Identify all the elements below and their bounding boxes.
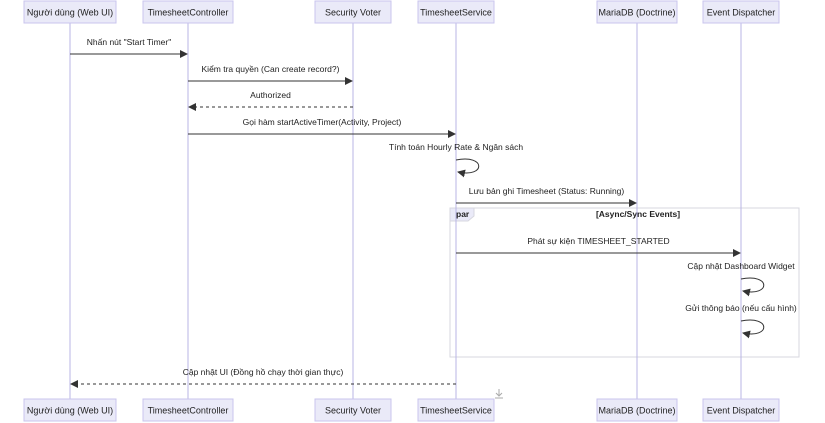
actor-ctrl-bottom: TimesheetController: [142, 398, 234, 422]
actor-voter-top: Security Voter: [314, 0, 392, 24]
par-label: par: [456, 209, 470, 219]
message-label: Gọi hàm startActiveTimer(Activity, Proje…: [243, 117, 402, 127]
actor-label: Người dùng (Web UI): [27, 405, 113, 415]
actor-label: Event Dispatcher: [707, 405, 776, 415]
message-label: Cập nhật UI (Đồng hồ chạy thời gian thực…: [183, 367, 344, 377]
actor-box: [417, 0, 495, 24]
self-message-arrow: [740, 277, 765, 297]
actor-ui-top: Người dùng (Web UI): [23, 0, 117, 24]
lifelines: [69, 23, 742, 399]
message-label: Nhấn nút "Start Timer": [87, 37, 171, 47]
actor-db-top: MariaDB (Doctrine): [596, 0, 678, 24]
actor-evt-bottom: Event Dispatcher: [702, 398, 780, 422]
actor-box: [314, 398, 392, 422]
self-message-arrow: [455, 158, 480, 178]
self-message-arrow: [740, 319, 765, 339]
actor-label: Security Voter: [325, 405, 381, 415]
actor-label: Người dùng (Web UI): [27, 7, 113, 17]
actor-box: [417, 398, 495, 422]
message-label: Kiểm tra quyền (Can create record?): [202, 64, 340, 74]
actor-box: [596, 398, 678, 422]
actor-voter-bottom: Security Voter: [314, 398, 392, 422]
actor-ui-bottom: Người dùng (Web UI): [23, 398, 117, 422]
actor-label: MariaDB (Doctrine): [598, 405, 675, 415]
message-5: Tính toán Hourly Rate & Ngân sách: [389, 142, 523, 178]
actors-top: Người dùng (Web UI) TimesheetController Se…: [23, 0, 780, 24]
actor-label: TimesheetService: [420, 405, 492, 415]
message-label: Phát sự kiện TIMESHEET_STARTED: [527, 236, 669, 246]
message-label: Lưu bản ghi Timesheet (Status: Running): [469, 186, 625, 196]
message-4: Gọi hàm startActiveTimer(Activity, Proje…: [188, 117, 456, 138]
par-fragment: par [Async/Sync Events]: [449, 207, 800, 358]
actor-label: Security Voter: [325, 7, 381, 17]
actor-ctrl-top: TimesheetController: [142, 0, 234, 24]
actor-label: TimesheetService: [420, 7, 492, 17]
message-label: Tính toán Hourly Rate & Ngân sách: [389, 142, 523, 152]
actor-box: [23, 0, 117, 24]
message-2: Kiểm tra quyền (Can create record?): [188, 64, 353, 85]
actor-db-bottom: MariaDB (Doctrine): [596, 398, 678, 422]
message-label: Authorized: [250, 90, 291, 100]
actor-box: [23, 398, 117, 422]
actor-box: [702, 0, 780, 24]
par-frame: [449, 207, 800, 358]
message-9: Gửi thông báo (nếu cấu hình): [685, 303, 797, 339]
actor-box: [702, 398, 780, 422]
actor-label: MariaDB (Doctrine): [598, 7, 675, 17]
actors-bottom: Người dùng (Web UI) TimesheetController Se…: [23, 398, 780, 422]
actor-evt-top: Event Dispatcher: [702, 0, 780, 24]
actor-label: Event Dispatcher: [707, 7, 776, 17]
message-label: Gửi thông báo (nếu cấu hình): [685, 303, 797, 313]
actor-label: TimesheetController: [148, 7, 229, 17]
actor-svc-bottom: TimesheetService: [417, 398, 495, 422]
message-7: Phát sự kiện TIMESHEET_STARTED: [456, 236, 741, 257]
actor-box: [596, 0, 678, 24]
message-label: Cập nhật Dashboard Widget: [687, 261, 795, 271]
message-6: Lưu bản ghi Timesheet (Status: Running): [456, 186, 637, 207]
message-3: Authorized: [188, 90, 353, 111]
actor-box: [314, 0, 392, 24]
message-10: Cập nhật UI (Đồng hồ chạy thời gian thực…: [70, 367, 456, 388]
message-1: Nhấn nút "Start Timer": [70, 37, 188, 58]
message-8: Cập nhật Dashboard Widget: [687, 261, 795, 297]
actor-svc-top: TimesheetService: [417, 0, 495, 24]
actor-box: [142, 0, 234, 24]
messages: Nhấn nút "Start Timer" Kiểm tra quyền (Ca…: [70, 37, 797, 388]
download-icon: [495, 389, 503, 399]
actor-box: [142, 398, 234, 422]
actor-label: TimesheetController: [148, 405, 229, 415]
par-condition: [Async/Sync Events]: [596, 209, 680, 219]
